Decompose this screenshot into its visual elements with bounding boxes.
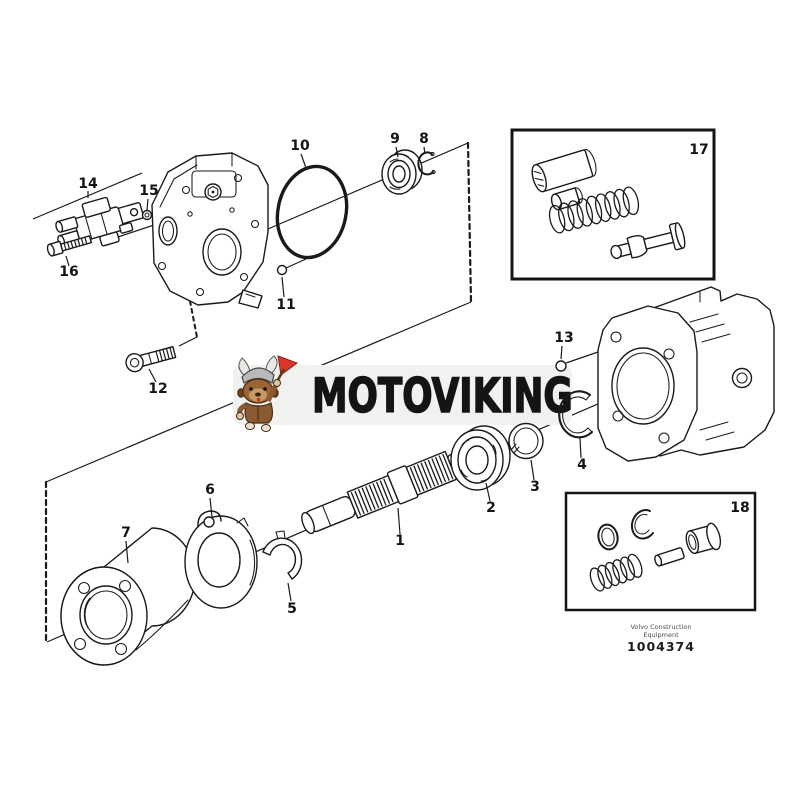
callout-15: 15 — [139, 183, 158, 199]
viking-mascot-icon — [236, 355, 299, 432]
kit17-piston — [531, 148, 597, 193]
axis-line-upper — [267, 142, 469, 230]
mascot-body — [244, 402, 274, 424]
mascot-tongue — [256, 397, 261, 402]
callout-labels: 1 2 3 4 5 6 7 8 9 10 11 12 13 14 15 16 1… — [59, 131, 749, 617]
cover-bolt-link-line — [178, 336, 198, 347]
callout-11: 11 — [276, 297, 295, 313]
mascot-helmet — [241, 367, 275, 384]
mascot-nose — [255, 392, 261, 397]
end-cover — [151, 152, 269, 309]
seal-ring-3 — [508, 422, 544, 460]
pin-11 — [276, 264, 288, 276]
housing-machining-marks — [689, 313, 735, 441]
callout-3: 3 — [530, 479, 540, 495]
mascot-paw-right — [273, 379, 281, 387]
mascot-eye-left — [249, 387, 253, 391]
brand-line-2: Equipment — [643, 631, 679, 639]
kit18-pin — [654, 547, 685, 567]
kit18-o-ring — [597, 523, 619, 551]
kit18-spring — [589, 553, 643, 592]
callout-18: 18 — [730, 500, 749, 516]
wear-plate-6 — [184, 510, 258, 609]
pin-11-line — [285, 258, 307, 269]
inset-box-18 — [564, 491, 757, 612]
bolt-12 — [125, 346, 177, 373]
kit18-bushing — [685, 522, 722, 555]
mascot-eye-right — [263, 387, 267, 391]
callout-9: 9 — [390, 131, 400, 147]
kit17-valve-poppet — [610, 222, 686, 260]
drive-shaft-1 — [301, 450, 466, 535]
pin-13 — [555, 360, 567, 372]
boundary-dashed-right — [466, 141, 473, 304]
callout-13: 13 — [554, 330, 573, 346]
kit18-snap-ring — [630, 509, 654, 540]
pump-housing — [597, 286, 775, 462]
callout-1: 1 — [395, 533, 405, 549]
watermark-band — [233, 365, 572, 425]
callout-12: 12 — [148, 381, 167, 397]
footer-note: Volvo Construction Equipment 1004374 — [627, 623, 695, 654]
pin-13-line — [565, 351, 599, 364]
callout-8: 8 — [419, 131, 429, 147]
mascot-helmet-horn-right — [265, 355, 278, 374]
inset-box-17 — [510, 128, 716, 281]
brand-line-1: Volvo Construction — [630, 623, 691, 631]
callout-leaders — [65, 146, 582, 602]
watermark: MOTOVIKING — [233, 355, 573, 432]
callout-5: 5 — [287, 601, 297, 617]
seal-ring-15 — [141, 209, 153, 221]
coupling-drum-7 — [60, 527, 196, 666]
bearing-2 — [450, 425, 511, 491]
callout-14: 14 — [78, 176, 98, 192]
callout-2: 2 — [486, 500, 496, 516]
callout-16: 16 — [59, 264, 78, 280]
o-ring-10 — [275, 164, 349, 260]
mascot-helmet-horn-left — [238, 357, 251, 376]
snap-ring-8 — [417, 151, 436, 176]
mascot-foot-left — [245, 422, 255, 430]
mascot-foot-right — [261, 424, 271, 432]
callout-10: 10 — [290, 138, 310, 154]
kit17-spring — [548, 186, 640, 234]
callout-6: 6 — [205, 482, 215, 498]
callout-4: 4 — [577, 457, 587, 473]
bolt-16 — [46, 235, 93, 257]
snap-ring-4 — [558, 390, 594, 439]
callout-7: 7 — [121, 525, 131, 541]
mascot-arm-right — [265, 383, 279, 403]
figure-number: 1004374 — [627, 639, 695, 654]
retainer-half-ring-5 — [262, 530, 303, 580]
callout-17: 17 — [689, 142, 708, 158]
cover-dashed-line — [189, 300, 198, 338]
seal-9 — [381, 149, 423, 195]
watermark-text: MOTOVIKING — [312, 368, 573, 423]
mascot-paw-left — [236, 412, 244, 420]
